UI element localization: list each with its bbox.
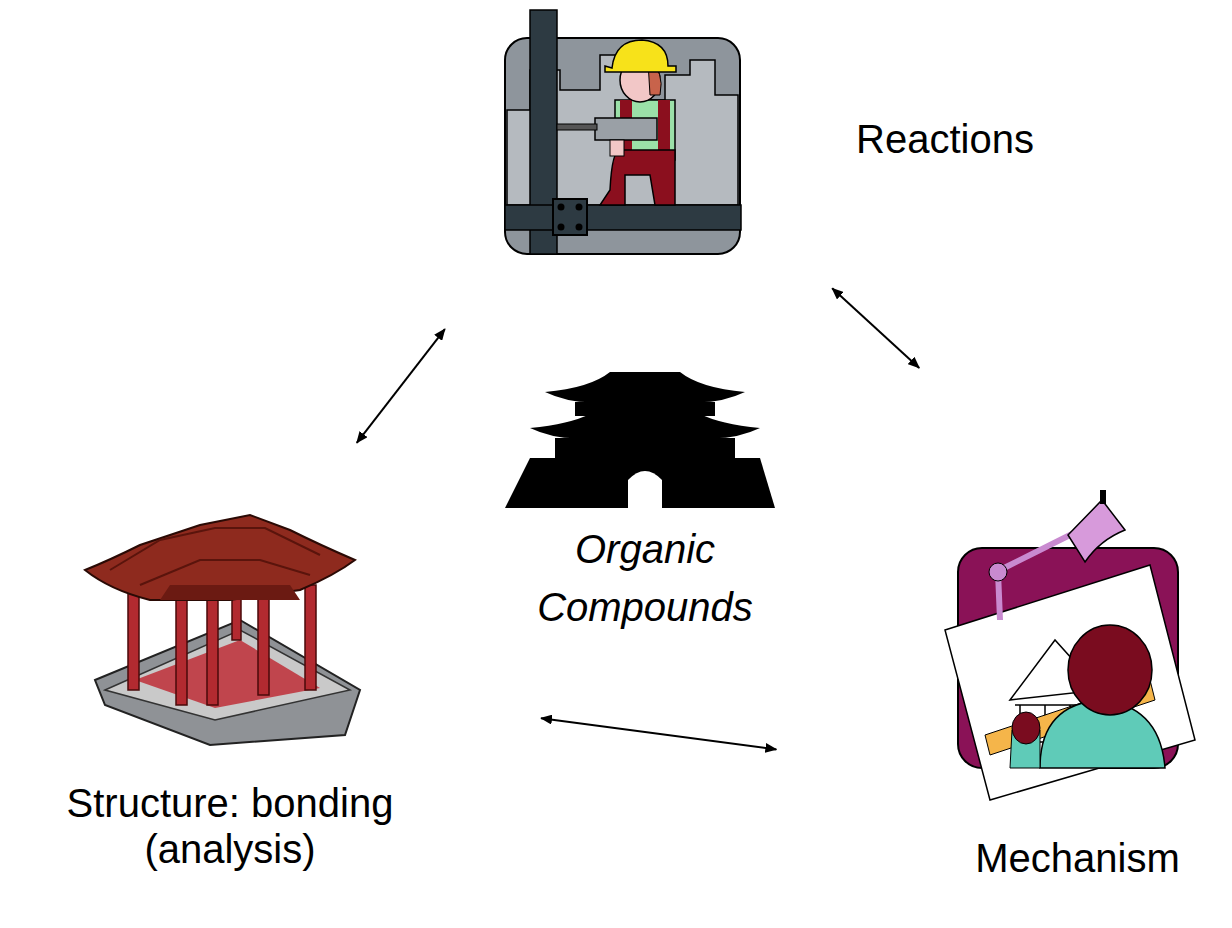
- center-label: Organic Compounds: [495, 520, 795, 636]
- mechanism-node: Mechanism: [930, 405, 1228, 885]
- pavilion-icon: [85, 515, 360, 745]
- node-label: Mechanism: [930, 835, 1225, 881]
- designer-icon: [945, 490, 1195, 800]
- double-arrow: [832, 288, 919, 368]
- node-label: Structure: bonding (analysis): [30, 780, 430, 872]
- double-arrow: [357, 329, 445, 443]
- structure-node: Structure: bonding (analysis): [30, 510, 434, 876]
- double-arrow: [541, 718, 776, 749]
- worker-icon: [505, 10, 741, 254]
- gate-silhouette: [505, 372, 775, 508]
- reactions-node: Reactions: [500, 8, 1075, 258]
- node-label: Reactions: [825, 116, 1065, 162]
